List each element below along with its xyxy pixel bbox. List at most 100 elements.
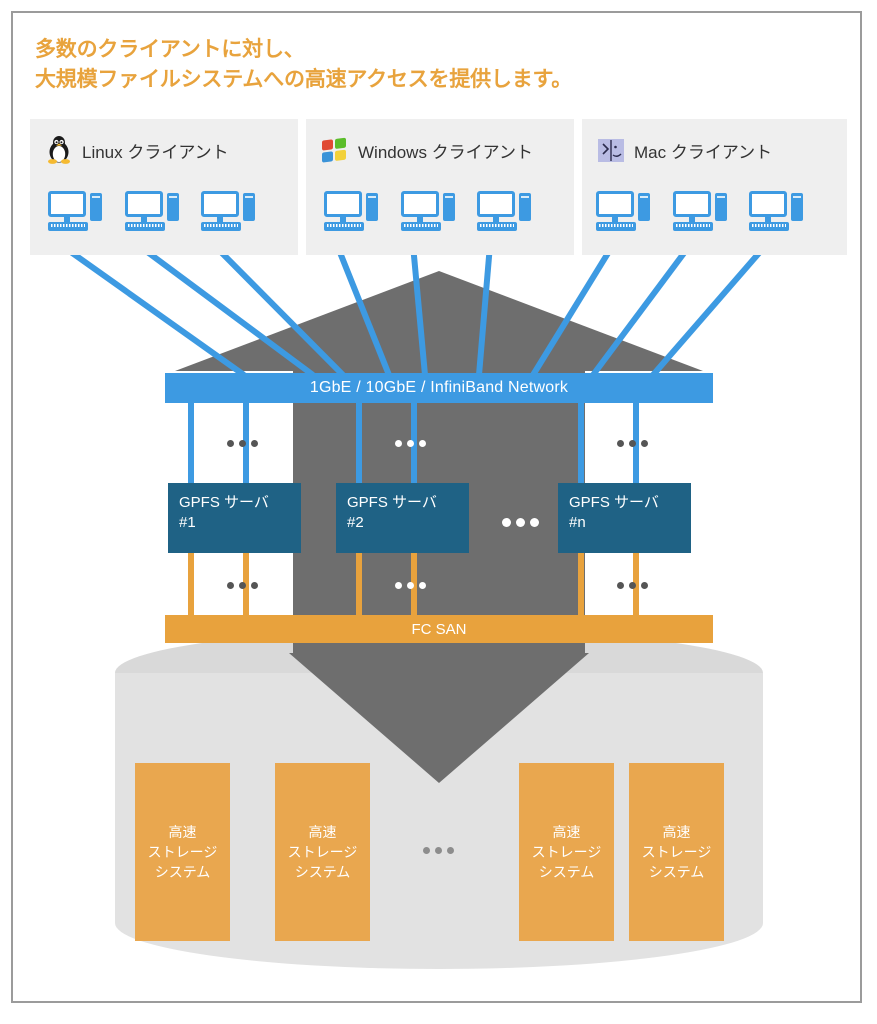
gpfs-server-2: GPFS サーバ #2 [336,483,469,553]
gpfs-server-index: #n [569,513,586,531]
client-group-header: Linux クライアント [44,133,229,167]
keyboard-icon [201,222,241,231]
tower-icon [715,193,727,221]
monitor-stand [141,217,147,222]
gpfs-server-index: #1 [179,513,196,531]
client-computer-icon [401,191,457,233]
monitor-icon [125,191,163,217]
keyboard-icon [477,222,517,231]
storage-line-2: ストレージ [641,843,712,860]
fc-san-label: FC SAN [411,620,467,638]
ellipsis-below-server-n [617,582,648,589]
storage-line-2: ストレージ [287,843,358,860]
keyboard-icon [596,222,636,231]
gpfs-server-1: GPFS サーバ #1 [168,483,301,553]
client-computer-icon [201,191,257,233]
storage-line-1: 高速 [662,823,691,840]
network-bar: 1GbE / 10GbE / InfiniBand Network [165,373,713,403]
client-group-label: Windows クライアント [358,142,534,162]
keyboard-icon [48,222,88,231]
keyboard-icon [673,222,713,231]
keyboard-icon [401,222,441,231]
storage-system-2: 高速 ストレージ システム [275,763,370,941]
keyboard-icon [749,222,789,231]
client-computer-icon [48,191,104,233]
monitor-icon [749,191,787,217]
storage-line-1: 高速 [168,823,197,840]
storage-line-1: 高速 [308,823,337,840]
ellipsis-between-servers [502,518,539,527]
monitor-stand [217,217,223,222]
monitor-stand [493,217,499,222]
diagram-frame: 多数のクライアントに対し、 大規模ファイルシステムへの高速アクセスを提供します。 [11,11,862,1003]
client-group-header: Mac クライアント [596,133,772,167]
gpfs-server-name: GPFS サーバ [179,494,269,511]
tower-icon [90,193,102,221]
monitor-icon [324,191,362,217]
monitor-icon [477,191,515,217]
gpfs-server-name: GPFS サーバ [347,494,437,511]
storage-line-1: 高速 [552,823,581,840]
monitor-icon [673,191,711,217]
client-group-label: Mac クライアント [634,142,773,162]
client-computer-icon [477,191,533,233]
client-computer-icon [596,191,652,233]
client-network-links [59,242,769,378]
storage-system-4: 高速 ストレージ システム [629,763,724,941]
gpfs-server-n: GPFS サーバ #n [558,483,691,553]
tower-icon [443,193,455,221]
monitor-stand [64,217,70,222]
keyboard-icon [125,222,165,231]
client-group-linux: Linux クライアント [30,119,298,255]
server-san-links [188,553,639,617]
page-title-line-1: 多数のクライアントに対し、 [35,38,305,61]
keyboard-icon [324,222,364,231]
tower-icon [519,193,531,221]
monitor-icon [201,191,239,217]
storage-line-3: システム [538,864,595,881]
tower-icon [366,193,378,221]
tower-icon [243,193,255,221]
client-group-label: Linux クライアント [82,142,229,162]
fc-san-bar: FC SAN [165,615,713,643]
tower-icon [791,193,803,221]
gpfs-server-index: #2 [347,513,364,531]
tower-icon [638,193,650,221]
ellipsis-between-storage [423,847,454,854]
storage-system-3: 高速 ストレージ システム [519,763,614,941]
monitor-icon [401,191,439,217]
storage-system-1: 高速 ストレージ システム [135,763,230,941]
page-title: 多数のクライアントに対し、 大規模ファイルシステムへの高速アクセスを提供します。 [35,35,815,95]
client-computer-icon [749,191,805,233]
storage-line-3: システム [154,864,211,881]
client-computer-icon [125,191,181,233]
tower-icon [167,193,179,221]
ellipsis-above-server-1 [227,440,258,447]
network-bar-label: 1GbE / 10GbE / InfiniBand Network [309,379,569,396]
ellipsis-below-server-2 [395,582,426,589]
network-server-links [188,403,639,483]
storage-line-2: ストレージ [147,843,218,860]
monitor-stand [340,217,346,222]
page-title-line-2: 大規模ファイルシステムへの高速アクセスを提供します。 [35,67,573,91]
ellipsis-above-server-2 [395,440,426,447]
tux-penguin-icon [44,135,74,165]
storage-line-2: ストレージ [531,843,602,860]
storage-line-3: システム [648,864,705,881]
monitor-icon [48,191,86,217]
monitor-icon [596,191,634,217]
windows-flag-icon [320,135,350,165]
monitor-stand [417,217,423,222]
gpfs-server-name: GPFS サーバ [569,494,659,511]
ellipsis-below-server-1 [227,582,258,589]
monitor-stand [612,217,618,222]
monitor-stand [765,217,771,222]
ellipsis-above-server-n [617,440,648,447]
mac-finder-face-icon [596,135,626,165]
client-group-header: Windows クライアント [320,133,533,167]
client-group-mac: Mac クライアント [582,119,847,255]
client-computer-icon [324,191,380,233]
monitor-stand [689,217,695,222]
client-computer-icon [673,191,729,233]
client-group-windows: Windows クライアント [306,119,574,255]
